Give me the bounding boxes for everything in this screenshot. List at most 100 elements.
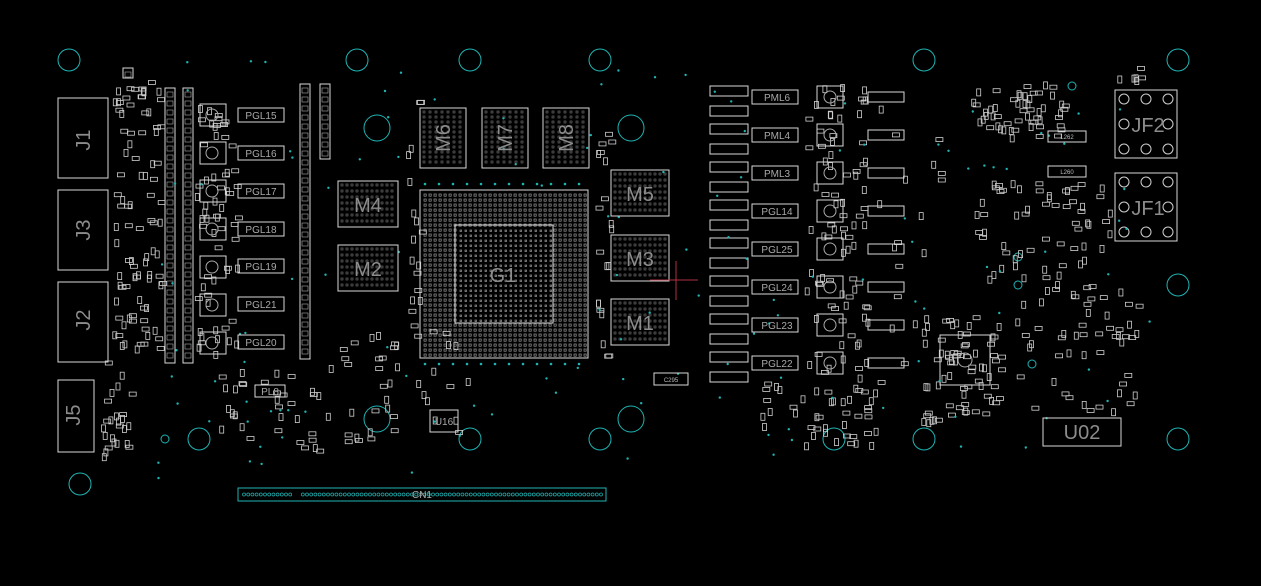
inductor-pml4-label: PML4 <box>764 131 791 142</box>
inductor-pml3[interactable]: PML3 <box>751 165 799 181</box>
memory-m6[interactable]: M6 <box>419 107 467 169</box>
memory-m4-label: M4 <box>354 195 382 217</box>
capacitor <box>867 129 905 141</box>
pcie-pin <box>569 492 574 497</box>
inductor-l260[interactable]: L260 <box>1047 165 1087 178</box>
pcie-pin <box>321 492 326 497</box>
pcie-pin <box>279 492 284 497</box>
pcie-connector-cn1[interactable]: CN1 <box>237 487 607 502</box>
inductor-pgl15[interactable]: PGL15 <box>237 107 285 123</box>
capacitor <box>867 281 905 293</box>
inductor-pgl20[interactable]: PGL20 <box>237 334 285 350</box>
inductor-pgl18[interactable]: PGL18 <box>237 221 285 237</box>
mosfet <box>816 199 844 223</box>
pcie-pin <box>477 492 482 497</box>
connector-j2[interactable]: J2 <box>57 281 109 363</box>
via <box>1027 359 1037 369</box>
connector-j1[interactable]: J1 <box>57 97 109 179</box>
pcie-pin <box>422 492 427 497</box>
mounting-hole <box>458 427 482 451</box>
capacitor-c295[interactable]: C295 <box>653 372 689 386</box>
pcie-pin <box>544 492 549 497</box>
inductor-pml6[interactable]: PML6 <box>751 89 799 105</box>
pcie-pin <box>510 492 515 497</box>
capacitor-c295-label: C295 <box>664 378 679 384</box>
pcie-pins <box>242 492 603 497</box>
memory-m7[interactable]: M7 <box>481 107 529 169</box>
capacitor <box>867 319 905 331</box>
memory-m3[interactable]: M3 <box>610 234 670 282</box>
inductor-pml6-label: PML6 <box>764 93 791 104</box>
pcie-pin <box>363 492 368 497</box>
inductor-pgl24[interactable]: PGL24 <box>751 279 799 295</box>
memory-m5[interactable]: M5 <box>610 169 670 217</box>
pcie-pin <box>342 492 347 497</box>
inductor-pgl22[interactable]: PGL22 <box>751 355 799 371</box>
pcie-pin <box>489 492 494 497</box>
fan-header-jf1[interactable]: JF1 <box>1114 172 1178 242</box>
chip-u02[interactable]: U02 <box>1042 417 1122 447</box>
capacitor <box>709 143 749 155</box>
mounting-hole <box>588 427 612 451</box>
inductor-pl8-label: PL8 <box>261 387 279 398</box>
chip-u02-label: U02 <box>1064 422 1101 444</box>
inductor-pgl19-label: PGL19 <box>245 262 277 273</box>
mounting-hole <box>1166 48 1190 72</box>
memory-m1[interactable]: M1 <box>610 298 670 346</box>
inductor-pgl16[interactable]: PGL16 <box>237 145 285 161</box>
pcie-pin <box>582 492 587 497</box>
inductor-pl8[interactable]: PL8 <box>254 384 286 398</box>
pcb-traces-and-pads <box>57 48 1190 496</box>
pcie-pin <box>393 492 398 497</box>
pcie-pin <box>494 492 498 497</box>
pcie-pin <box>447 492 452 497</box>
memory-m8[interactable]: M8 <box>542 107 590 169</box>
memory-m6-label: M6 <box>433 124 455 152</box>
memory-m3-label: M3 <box>626 249 654 271</box>
mounting-hole <box>912 427 936 451</box>
resistor-strip <box>122 67 134 79</box>
inductor-pgl19[interactable]: PGL19 <box>237 258 285 274</box>
memory-m2[interactable]: M2 <box>337 244 399 292</box>
pcie-pin <box>313 492 318 497</box>
capacitor <box>867 243 905 255</box>
fan-header-jf2[interactable]: JF2 <box>1114 89 1178 159</box>
pcie-pin <box>586 492 591 497</box>
pcie-pin <box>426 492 431 497</box>
pcie-pin <box>527 492 532 497</box>
inductor-pgl25[interactable]: PGL25 <box>751 241 799 257</box>
inductor-pgl17[interactable]: PGL17 <box>237 183 285 199</box>
pcie-pin <box>439 492 444 497</box>
memory-ball-grid <box>340 110 667 341</box>
inductor-pgl21[interactable]: PGL21 <box>237 296 285 312</box>
memory-m1-label: M1 <box>626 313 654 335</box>
capacitor <box>709 295 749 307</box>
via <box>160 434 170 444</box>
pcie-pin <box>317 492 322 497</box>
inductor-pgl20-label: PGL20 <box>245 338 277 349</box>
gpu-g1[interactable]: G1 <box>419 189 589 359</box>
chip-u16[interactable]: U16 <box>429 409 459 433</box>
memory-m4[interactable]: M4 <box>337 180 399 228</box>
connector-j3[interactable]: J3 <box>57 189 109 271</box>
mounting-hole <box>617 405 645 433</box>
pcie-pin <box>359 492 364 497</box>
inductor-pgl23[interactable]: PGL23 <box>751 317 799 333</box>
pcie-pin <box>300 492 305 497</box>
inductor-l262-label: L262 <box>1060 135 1074 141</box>
pcie-pin <box>347 492 351 497</box>
inductor-pgl14[interactable]: PGL14 <box>751 203 799 219</box>
inductor-l262[interactable]: L262 <box>1047 130 1087 143</box>
inductor-l260-label: L260 <box>1060 170 1074 176</box>
pcie-pin <box>368 492 372 497</box>
inductor-pml4[interactable]: PML4 <box>751 127 799 143</box>
capacitor <box>709 371 749 383</box>
pcie-pin <box>502 492 507 497</box>
connector-j5[interactable]: J5 <box>57 379 95 453</box>
pcie-pin <box>275 492 280 497</box>
mosfet <box>199 255 227 279</box>
capacitor <box>709 237 749 249</box>
pcie-pin <box>443 492 448 497</box>
pcie-pin <box>334 492 339 497</box>
